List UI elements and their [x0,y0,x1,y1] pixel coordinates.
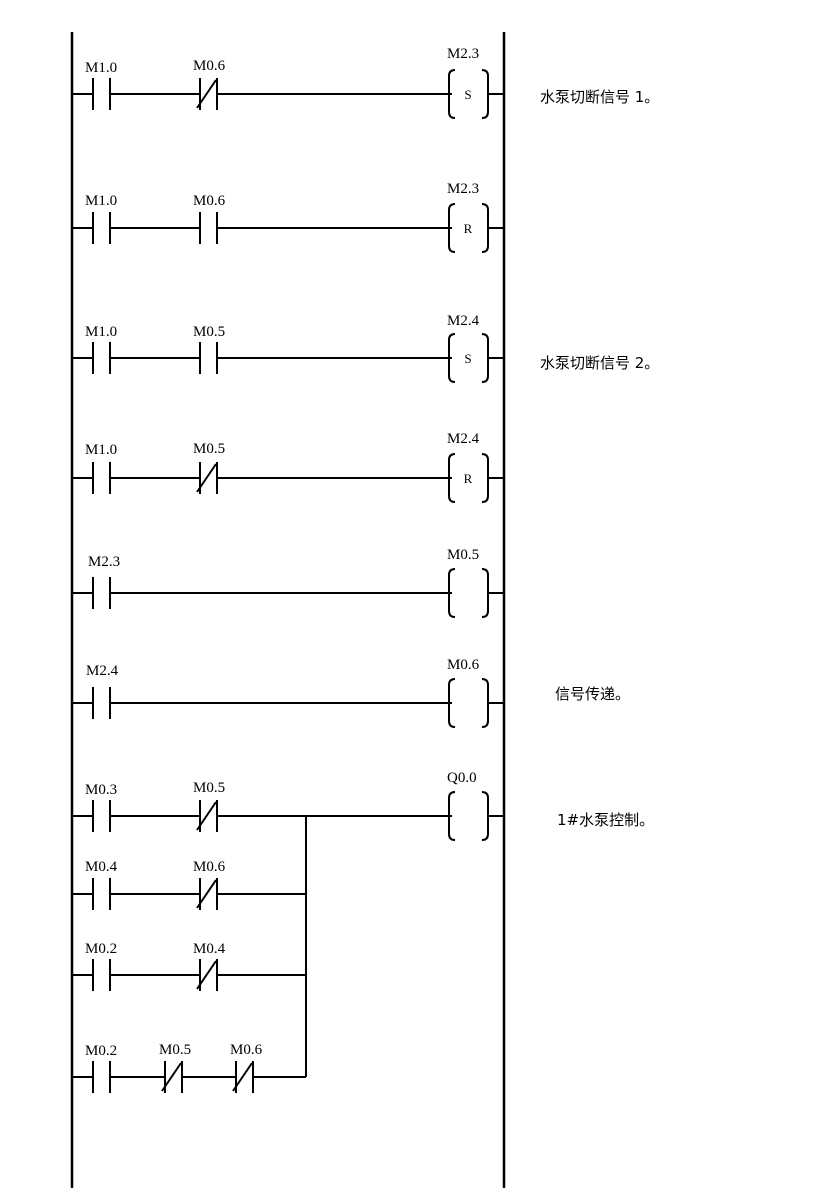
rung-4: M1.0 M0.5 R M2.4 [72,431,504,503]
contact-no [199,342,218,374]
rung-comment: 水泵切断信号 1。 [540,88,659,106]
coil [448,69,504,119]
coil [448,568,504,618]
contact-nc [196,78,218,110]
coil-label: M0.6 [447,657,480,673]
contact-nc [161,1061,183,1093]
contact-label: M2.3 [88,554,120,570]
contact-label: M1.0 [85,193,117,209]
coil-label: M2.4 [447,313,480,329]
coil-letter: S [464,87,471,102]
rung-1: M1.0 M0.6 S M2.3 水泵切断信号 1。 [72,46,659,119]
contact-label: M0.4 [85,859,118,875]
rung-3: M1.0 M0.5 S M2.4 水泵切断信号 2。 [72,313,659,383]
contact-nc [196,959,218,991]
contact-label: M1.0 [85,324,117,340]
contact-nc [196,462,218,494]
contact-label: M0.5 [193,441,225,457]
contact-label: M0.4 [193,941,226,957]
coil [448,333,504,383]
coil [448,203,504,253]
contact-label: M0.6 [193,193,226,209]
coil-label: M2.3 [447,46,479,62]
contact-no [72,212,111,244]
contact-label: M0.6 [230,1042,263,1058]
contact-label: M0.6 [193,859,226,875]
contact-label: M0.2 [85,1043,117,1059]
contact-label: M1.0 [85,60,117,76]
rung-comment: 水泵切断信号 2。 [540,354,659,372]
contact-nc [196,878,218,910]
contact-no [72,577,111,609]
contact-label: M0.3 [85,782,117,798]
contact-label: M1.0 [85,442,117,458]
coil-label: Q0.0 [447,770,477,786]
contact-label: M2.4 [86,663,119,679]
contact-label: M0.5 [159,1042,191,1058]
coil-letter: S [464,351,471,366]
contact-label: M0.2 [85,941,117,957]
coil-label: M2.4 [447,431,480,447]
contact-label: M0.5 [193,780,225,796]
contact-no [199,212,218,244]
contact-no [72,1061,111,1093]
contact-nc [232,1061,254,1093]
rung-5: M2.3 M0.5 [72,547,504,618]
contact-no [72,462,111,494]
coil-label: M2.3 [447,181,479,197]
contact-no [72,959,111,991]
coil [448,791,504,841]
rung-comment: 信号传递。 [555,685,630,703]
coil [448,453,504,503]
contact-label: M0.6 [193,58,226,74]
contact-no [72,342,111,374]
rung-comment: 1#水泵控制。 [557,811,654,829]
rung-6: M2.4 M0.6 信号传递。 [72,657,630,728]
coil [448,678,504,728]
contact-no [72,800,111,832]
pump-rung: M0.3 M0.5 Q0.0 1#水泵控制。 M0.4 [72,770,654,1093]
contact-no [72,78,111,110]
coil-letter: R [464,221,473,236]
coil-label: M0.5 [447,547,479,563]
contact-no [72,878,111,910]
rung-2: M1.0 M0.6 R M2.3 [72,181,504,253]
coil-letter: R [464,471,473,486]
contact-label: M0.5 [193,324,225,340]
contact-nc [196,800,218,832]
contact-no [72,687,111,719]
